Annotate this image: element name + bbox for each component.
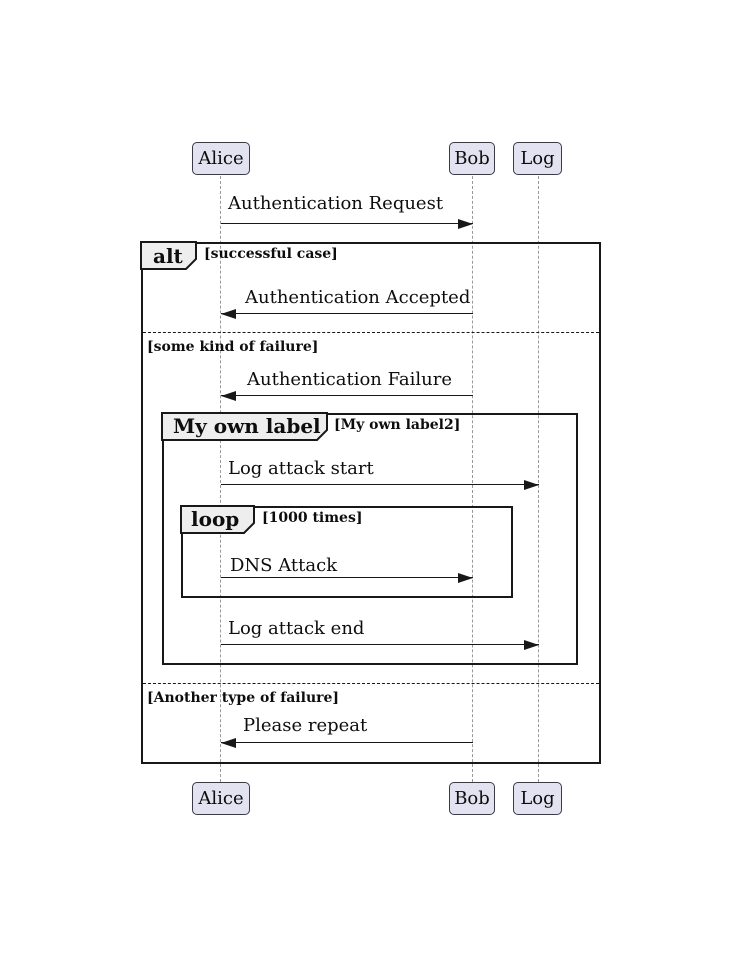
message-authentication-request: Authentication Request (228, 193, 444, 214)
arrowhead-left-icon (221, 391, 236, 401)
loop-frame (181, 506, 513, 598)
message-authentication-accepted: Authentication Accepted (245, 287, 471, 308)
lifeline-log (538, 176, 539, 782)
group-frame-my-own-label (162, 413, 578, 665)
message-arrow-line (221, 742, 473, 744)
loop-operator-label: loop (191, 507, 240, 531)
arrowhead-right-icon (458, 573, 473, 583)
message-arrow-line (221, 644, 539, 646)
alt-guard-successful-case: [successful case] (204, 246, 338, 262)
arrowhead-right-icon (524, 480, 539, 490)
alt-frame (141, 242, 601, 764)
lifeline-alice (220, 176, 221, 782)
alt-section-divider (143, 332, 599, 333)
alt-section-divider (143, 683, 599, 684)
group-operator-tab (161, 412, 328, 441)
message-arrow-line (221, 484, 539, 486)
alt-operator-tab (140, 241, 197, 270)
participant-log-bottom: Log (513, 782, 562, 815)
lifeline-bob (472, 176, 473, 782)
message-authentication-failure: Authentication Failure (247, 369, 452, 390)
participant-alice-bottom: Alice (192, 782, 250, 815)
alt-guard-another-type-of-failure: [Another type of failure] (147, 690, 340, 706)
participant-alice-top: Alice (192, 142, 250, 175)
message-arrow-line (221, 577, 473, 579)
group-guard-label: [My own label2] (334, 417, 461, 433)
alt-guard-some-kind-of-failure: [some kind of failure] (147, 339, 319, 355)
arrowhead-left-icon (221, 309, 236, 319)
group-operator-label: My own label (173, 414, 321, 438)
participant-bob-top: Bob (449, 142, 495, 175)
loop-operator-tab (180, 505, 255, 534)
message-log-attack-start: Log attack start (228, 458, 374, 479)
message-arrow-line (221, 313, 473, 315)
message-dns-attack: DNS Attack (230, 555, 338, 576)
message-please-repeat: Please repeat (243, 715, 368, 736)
participant-bob-bottom: Bob (449, 782, 495, 815)
arrowhead-right-icon (524, 640, 539, 650)
alt-operator-label: alt (153, 244, 183, 268)
message-arrow-line (221, 223, 473, 225)
arrowhead-right-icon (458, 219, 473, 229)
participant-log-top: Log (513, 142, 562, 175)
loop-guard-label: [1000 times] (262, 510, 363, 526)
message-arrow-line (221, 395, 473, 397)
arrowhead-left-icon (221, 738, 236, 748)
message-log-attack-end: Log attack end (228, 618, 365, 639)
